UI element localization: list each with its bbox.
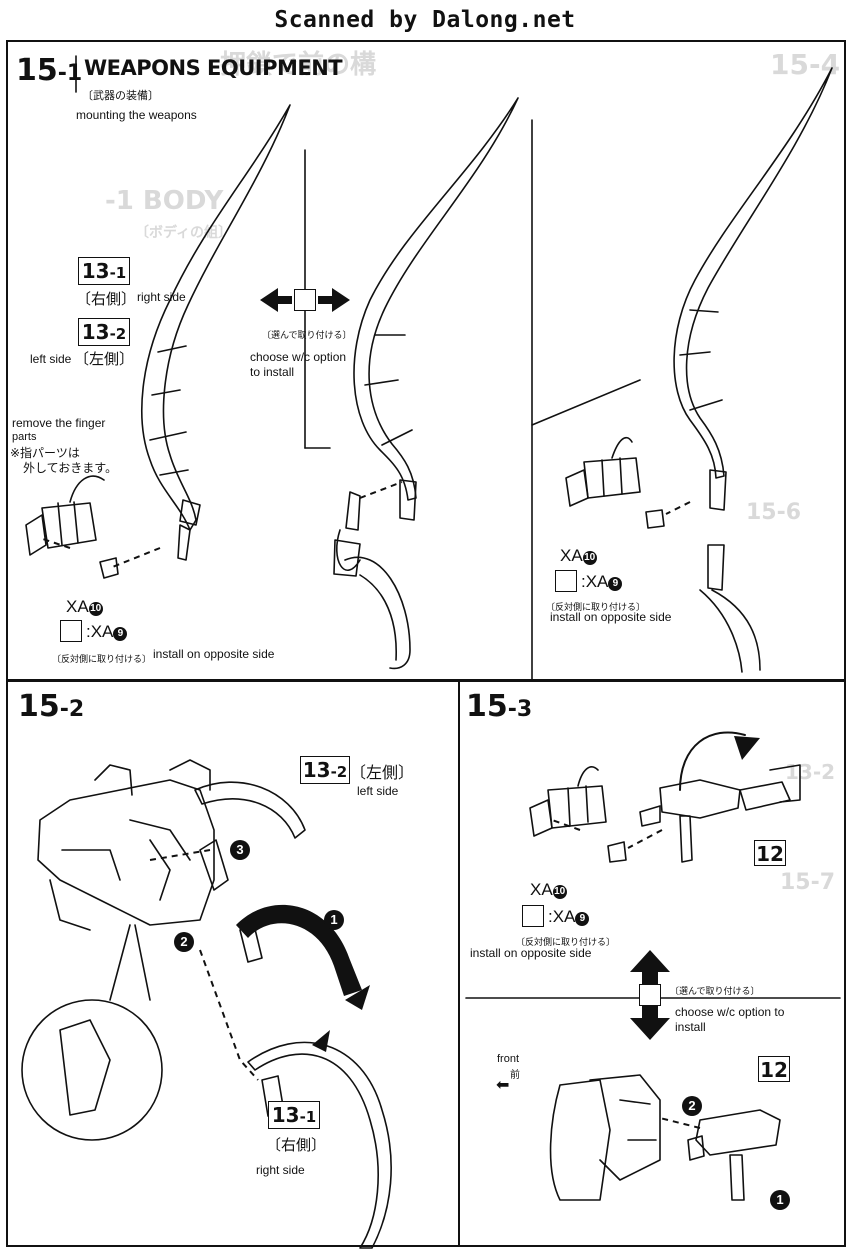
ref-13-2-b-en: left side	[357, 784, 399, 798]
note-jp-line1: ※指パーツは	[10, 446, 80, 460]
step-number-15-3: 15-3	[466, 689, 533, 724]
ref-box-13-1: 13-1	[78, 257, 130, 285]
bleed-body-sub: 〔ボディの組〕	[135, 225, 233, 241]
step-marker-15-3-2: 2	[682, 1096, 702, 1116]
ref-13-1-b-en: right side	[256, 1163, 305, 1177]
step-marker-1: 1	[324, 910, 344, 930]
step-marker-15-3-1: 1	[770, 1190, 790, 1210]
step-marker-3: 3	[230, 840, 250, 860]
ref-13-1-jp: 〔右側〕	[76, 290, 137, 308]
opposite-jp-15-3: 〔反対側に取り付ける〕	[516, 938, 616, 948]
note-jp-line2: 外しておきます。	[23, 461, 118, 475]
step-marker-2: 2	[174, 932, 194, 952]
bleed-side-code-2: 15-7	[780, 870, 836, 895]
option-en-line2: to install	[250, 365, 295, 379]
ref-13-2-jp: 〔左側〕	[74, 350, 135, 368]
bleed-side-code-1: 15-6	[746, 500, 802, 525]
part-xa10-right: XA10	[560, 546, 597, 565]
note-en-line2: parts	[12, 431, 37, 443]
choose-option-icon-15-3	[639, 984, 661, 1006]
option-jp-15-3: 〔選んで取り付ける〕	[670, 987, 760, 997]
scan-credit-header: Scanned by Dalong.net	[274, 7, 576, 33]
front-label-en: front	[497, 1053, 520, 1065]
bleed-body-title: -1 BODY	[105, 186, 224, 216]
opposite-side-icon-15-3	[522, 905, 544, 927]
opposite-jp-left: 〔反対側に取り付ける〕	[52, 655, 152, 665]
opposite-en-left: install on opposite side	[153, 647, 275, 661]
ref-box-13-2-b: 13-2	[300, 756, 350, 784]
bleed-side-code-3: 13-2	[785, 760, 836, 784]
ref-box-13-1-b: 13-1	[268, 1101, 320, 1129]
panel-15-3-frame	[458, 680, 846, 1247]
step-number-15-2: 15-2	[18, 689, 85, 724]
choose-option-icon	[294, 289, 316, 311]
ref-13-2-en: left side	[30, 352, 72, 366]
ref-box-13-2: 13-2	[78, 318, 130, 346]
note-en-line1: remove the finger	[12, 416, 106, 430]
bleed-jp-heading: 押鎖で前の構	[220, 50, 377, 80]
option-jp: 〔選んで取り付ける〕	[262, 331, 352, 341]
step-number-15-1: 15-1	[16, 53, 83, 88]
ref-13-1-en: right side	[137, 290, 186, 304]
opposite-en-right: install on opposite side	[550, 610, 672, 624]
opposite-side-icon-right	[555, 570, 577, 592]
opposite-side-icon-left	[60, 620, 82, 642]
section-title: WEAPONS EQUIPMENT	[84, 56, 343, 80]
option-en-15-3-line1: choose w/c option to	[675, 1005, 785, 1019]
opposite-jp-right: 〔反対側に取り付ける〕	[546, 603, 646, 613]
ref-13-2-b-jp: 〔左側〕	[350, 763, 415, 782]
ref-13-1-b-jp: 〔右側〕	[266, 1136, 327, 1154]
part-xa10-15-3: XA10	[530, 880, 567, 899]
front-label-jp: 前	[510, 1070, 520, 1081]
section-title-en: mounting the weapons	[76, 108, 197, 122]
option-en-line1: choose w/c option	[250, 350, 347, 364]
part-box-12: 12	[754, 840, 786, 866]
part-xa10-left: XA10	[66, 597, 103, 616]
opposite-en-15-3: install on opposite side	[470, 946, 592, 960]
section-title-jp: 〔武器の装備〕	[82, 89, 159, 102]
option-en-15-3-line2: install	[675, 1020, 706, 1034]
part-box-12-b: 12	[758, 1056, 790, 1082]
front-arrow-icon: ⬅	[496, 1077, 510, 1094]
